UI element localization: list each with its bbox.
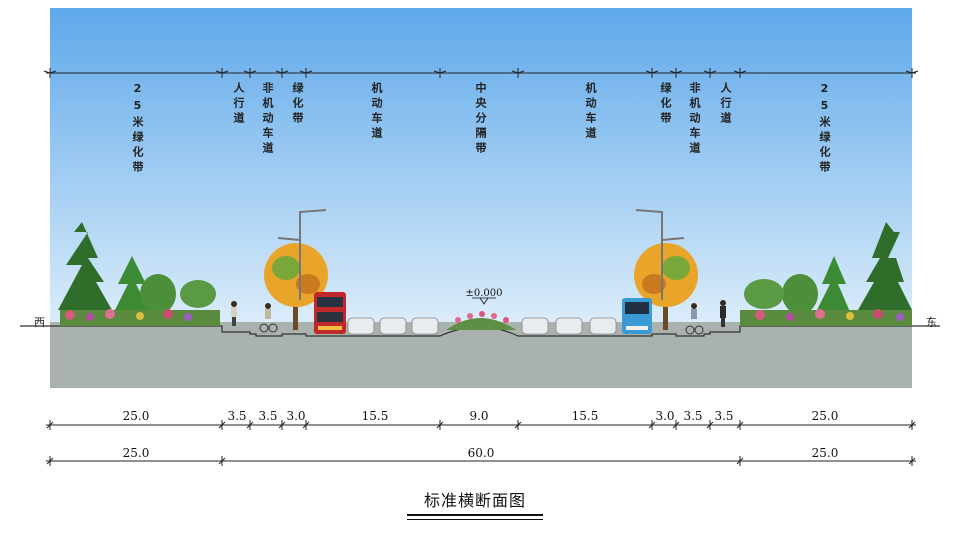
dimension-arrow xyxy=(645,70,653,74)
elevation-marker xyxy=(472,297,496,305)
top-dimension-line xyxy=(43,68,919,78)
blue-bus-icon xyxy=(622,298,652,334)
segment-width-9: 3.5 xyxy=(714,409,734,423)
zone-label-east-carriageway: 机动车道 xyxy=(584,82,597,142)
zone-label-east-bike-lane: 非机动车道 xyxy=(688,82,701,157)
total-dimension-line xyxy=(46,456,916,466)
zone-label-west-planting-strip: 绿化带 xyxy=(291,82,304,127)
zone-label-east-planting-strip: 绿化带 xyxy=(659,82,672,127)
dimension-arrow xyxy=(675,70,683,74)
west-street-lamp xyxy=(277,209,327,300)
median-planting xyxy=(446,311,516,330)
segment-width-2: 3.5 xyxy=(258,409,278,423)
dimension-arrow xyxy=(299,70,307,74)
west-cyclist-icon xyxy=(259,303,278,333)
segment-width-3: 3.0 xyxy=(286,409,306,423)
elevation-label: ±0.000 xyxy=(465,288,503,299)
west-direction-label: 西 xyxy=(34,316,45,329)
dimension-arrow xyxy=(305,70,313,74)
sky-background xyxy=(50,8,912,326)
dimension-slash xyxy=(736,421,744,429)
dimension-arrow xyxy=(517,70,525,74)
zone-label-west-carriageway: 机动车道 xyxy=(370,82,383,142)
west-street-tree xyxy=(264,243,328,330)
dimension-slash xyxy=(908,457,916,465)
dimension-slash xyxy=(302,421,310,429)
dimension-slash xyxy=(218,457,226,465)
diagram-title: 标准横断面图 xyxy=(407,487,543,520)
dimension-slash xyxy=(46,421,54,429)
zone-label-east-sidewalk: 人行道 xyxy=(719,82,732,127)
dimension-slash xyxy=(706,421,714,429)
ground-section xyxy=(50,322,912,388)
dimension-slash xyxy=(736,457,744,465)
car-icons xyxy=(347,317,617,335)
dimension-slash xyxy=(514,421,522,429)
segment-width-8: 3.5 xyxy=(683,409,703,423)
total-width-west: 25.0 xyxy=(122,446,150,460)
dimension-arrow xyxy=(733,70,741,74)
dimension-arrow xyxy=(275,70,283,74)
east-street-lamp xyxy=(635,209,685,300)
dimension-arrow xyxy=(911,70,919,74)
dimension-arrow xyxy=(281,70,289,74)
west-greenbelt xyxy=(58,222,220,326)
dimension-arrow xyxy=(433,70,441,74)
segment-width-5: 9.0 xyxy=(469,409,489,423)
segment-width-6: 15.5 xyxy=(571,409,599,423)
dimension-slash xyxy=(648,421,656,429)
red-bus-icon xyxy=(314,292,346,334)
east-pedestrian-icon xyxy=(720,300,726,327)
dimension-slash xyxy=(672,421,680,429)
dimension-slash xyxy=(246,421,254,429)
dimension-arrow xyxy=(709,70,717,74)
dimension-arrow xyxy=(669,70,677,74)
dimension-slash xyxy=(436,421,444,429)
total-width-east: 25.0 xyxy=(811,446,839,460)
zone-label-east-greenbelt: 25米绿化带 xyxy=(818,82,831,176)
west-pedestrian-icon xyxy=(231,301,237,326)
dimension-arrow xyxy=(249,70,257,74)
segment-width-4: 15.5 xyxy=(361,409,389,423)
zone-label-median: 中央分隔带 xyxy=(474,82,487,157)
dimension-arrow xyxy=(651,70,659,74)
dimension-arrow xyxy=(703,70,711,74)
dimension-slash xyxy=(908,421,916,429)
dimension-arrow xyxy=(243,70,251,74)
dimension-arrow xyxy=(905,70,913,74)
segment-width-7: 3.0 xyxy=(655,409,675,423)
dimension-slash xyxy=(218,421,226,429)
dimension-arrow xyxy=(739,70,747,74)
zone-label-west-bike-lane: 非机动车道 xyxy=(261,82,274,157)
dimension-slash xyxy=(46,457,54,465)
east-street-tree xyxy=(634,243,698,330)
east-greenbelt xyxy=(740,222,912,326)
zone-label-west-sidewalk: 人行道 xyxy=(232,82,245,127)
dimension-arrow xyxy=(511,70,519,74)
dimension-arrow xyxy=(439,70,447,74)
east-direction-label: 东 xyxy=(926,316,937,329)
segment-dimension-line xyxy=(46,420,916,430)
segment-width-1: 3.5 xyxy=(227,409,247,423)
total-width-road: 60.0 xyxy=(467,446,495,460)
dimension-arrow xyxy=(43,70,51,74)
east-cyclist-icon xyxy=(685,303,704,335)
dimension-arrow xyxy=(215,70,223,74)
dimension-arrow xyxy=(49,70,57,74)
dimension-arrow xyxy=(221,70,229,74)
segment-width-0: 25.0 xyxy=(122,409,150,423)
dimension-slash xyxy=(278,421,286,429)
zone-label-west-greenbelt: 25米绿化带 xyxy=(131,82,144,176)
segment-width-10: 25.0 xyxy=(811,409,839,423)
